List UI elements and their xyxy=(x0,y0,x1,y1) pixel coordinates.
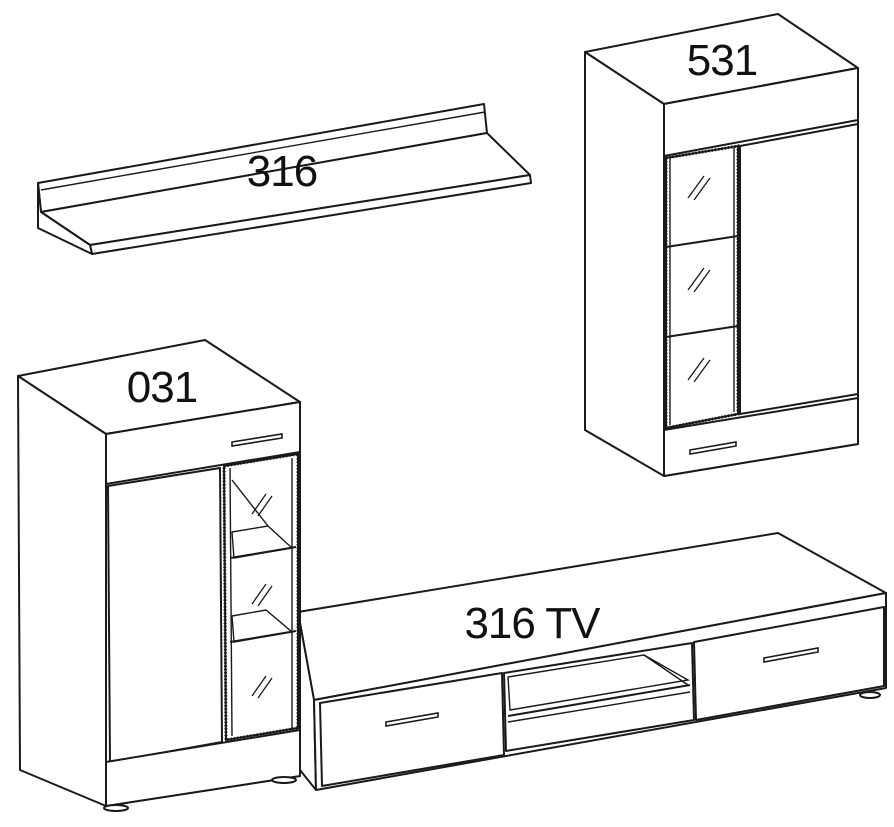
wall-shelf-316 xyxy=(37,103,532,255)
wall-cabinet-label: 531 xyxy=(687,36,757,85)
base-cabinet-glass-door xyxy=(222,452,300,742)
tv-stand-316 xyxy=(297,532,887,791)
tv-stand-label: 316 TV xyxy=(464,599,601,648)
base-cabinet-label: 031 xyxy=(127,363,197,412)
wall-shelf-label: 316 xyxy=(247,147,317,196)
wall-cabinet-glass-door xyxy=(664,144,740,430)
wall-cabinet-531 xyxy=(584,13,859,477)
base-cabinet-031 xyxy=(17,339,301,812)
